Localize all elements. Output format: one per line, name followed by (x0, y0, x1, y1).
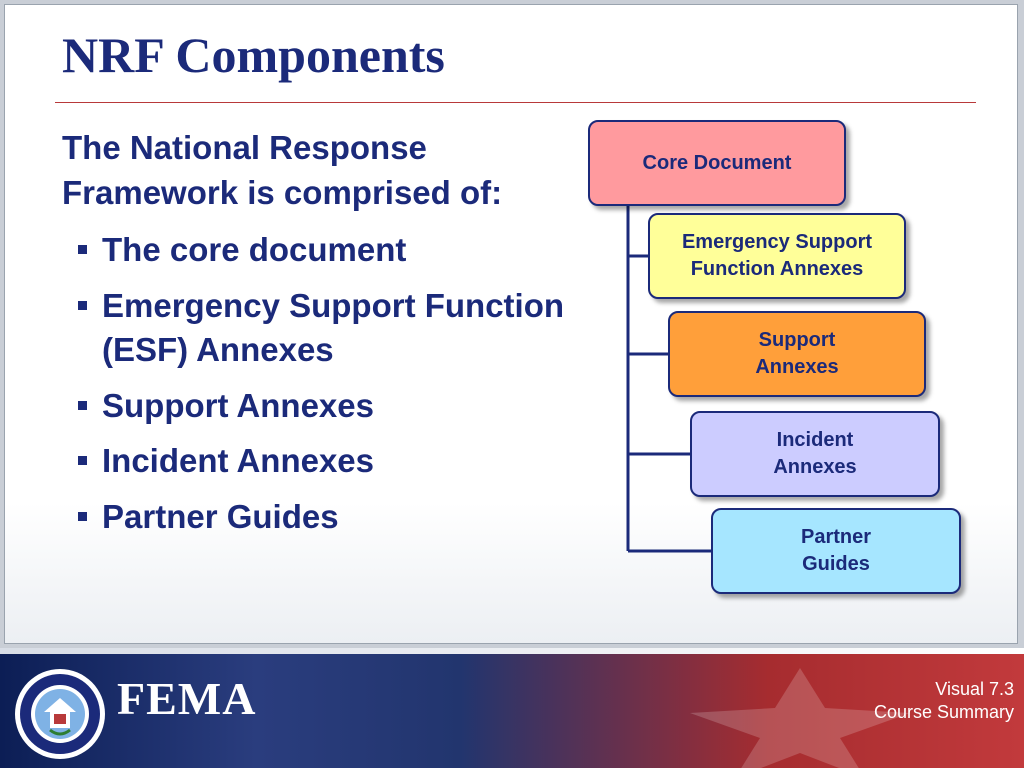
bullet-text: Partner Guides (102, 497, 339, 535)
connector-lines (626, 206, 711, 553)
bullet-text: The core document (102, 231, 407, 268)
fema-logo-text: FEMA (117, 673, 257, 724)
square-bullet-icon (78, 300, 87, 310)
intro-text: The National Response Framework is compr… (62, 129, 503, 211)
diagram-node-esf: Emergency Support Function Annexes (648, 213, 906, 299)
diagram-node-support: Support Annexes (668, 311, 926, 397)
square-bullet-icon (78, 400, 87, 410)
footer-banner (0, 648, 1024, 768)
diagram-node-partner: Partner Guides (711, 508, 961, 594)
dhs-seal-icon (15, 669, 105, 759)
visual-label: Visual 7.3 Course Summary (874, 678, 1014, 725)
bullet-item: Emergency Support Function (ESF) Annexes (78, 284, 578, 373)
slide-title: NRF Components (62, 27, 445, 83)
square-bullet-icon (78, 456, 87, 466)
bullet-item: The core document (78, 228, 578, 273)
bullet-item: Partner Guides (78, 495, 578, 540)
component-bullet-list: The core document Emergency Support Func… (78, 228, 578, 550)
bullet-item: Support Annexes (78, 384, 578, 429)
bullet-text: Support Annexes (102, 386, 374, 424)
diagram-node-core: Core Document (588, 120, 846, 206)
visual-number: Visual 7.3 (935, 679, 1014, 699)
diagram-node-incident: Incident Annexes (690, 411, 940, 497)
bullet-item: Incident Annexes (78, 439, 578, 484)
square-bullet-icon (78, 245, 87, 254)
footer-stripe (0, 648, 1024, 654)
title-divider (55, 102, 976, 103)
course-section: Course Summary (873, 702, 1014, 723)
bullet-text: Emergency Support Function (ESF) Annexes (102, 286, 565, 369)
star-watermark-icon (690, 668, 910, 768)
bullet-text: Incident Annexes (102, 442, 375, 480)
square-bullet-icon (78, 511, 87, 521)
